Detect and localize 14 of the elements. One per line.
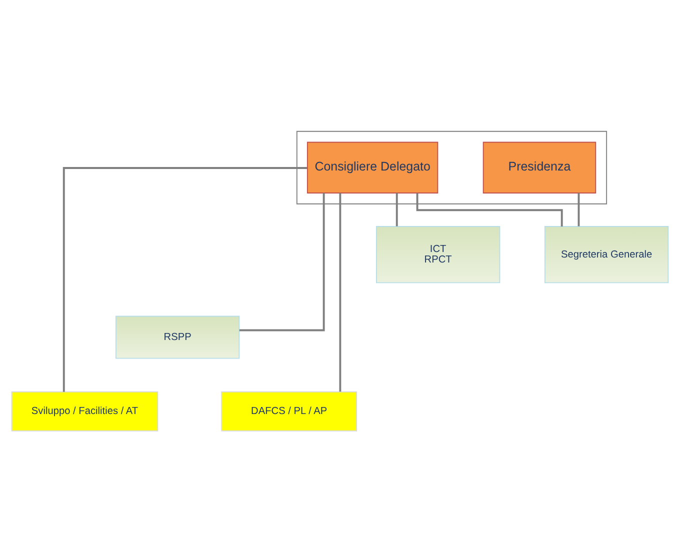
node-box: RSPP [115, 316, 240, 359]
connector [578, 193, 580, 226]
connector [339, 193, 342, 392]
connector [416, 193, 563, 226]
node-box: Segreteria Generale [544, 226, 669, 284]
node-box: DAFCS / PL / AP [221, 391, 358, 432]
node-box: Presidenza [482, 142, 596, 194]
node-box: Sviluppo / Facilities / AT [11, 391, 158, 432]
connector [239, 193, 325, 332]
connector [62, 167, 308, 392]
node-box: Consigliere Delegato [306, 142, 438, 194]
node-box: ICT RPCT [376, 226, 500, 284]
cluster [296, 130, 608, 204]
connector [396, 193, 398, 226]
